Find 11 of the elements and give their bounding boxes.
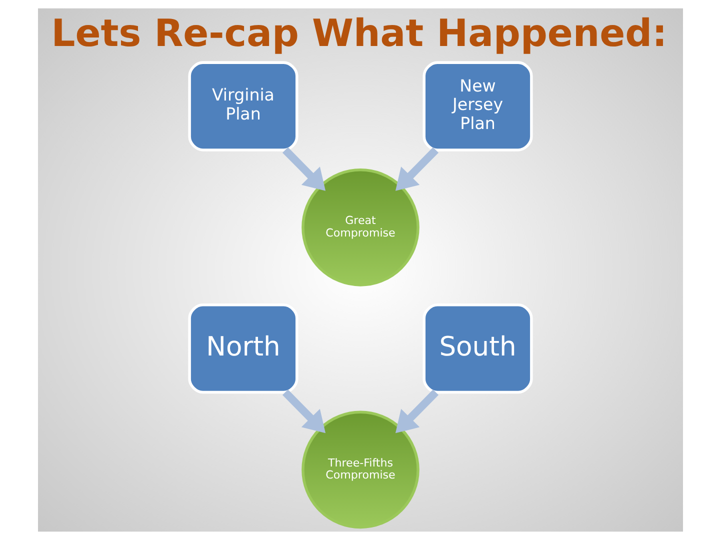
node-box: New Jersey Plan [422,61,532,152]
arrow [282,390,326,434]
arrow [394,390,438,434]
diagram-title: Lets Re-cap What Happened: [50,11,667,56]
arrow [282,147,326,191]
node-box: South [422,303,532,394]
arrow [394,147,438,191]
node-box: North [188,303,298,394]
node-circle: Three-Fifths Compromise [301,410,419,529]
node-box: Virginia Plan [188,61,298,152]
node-circle: Great Compromise [301,168,419,286]
